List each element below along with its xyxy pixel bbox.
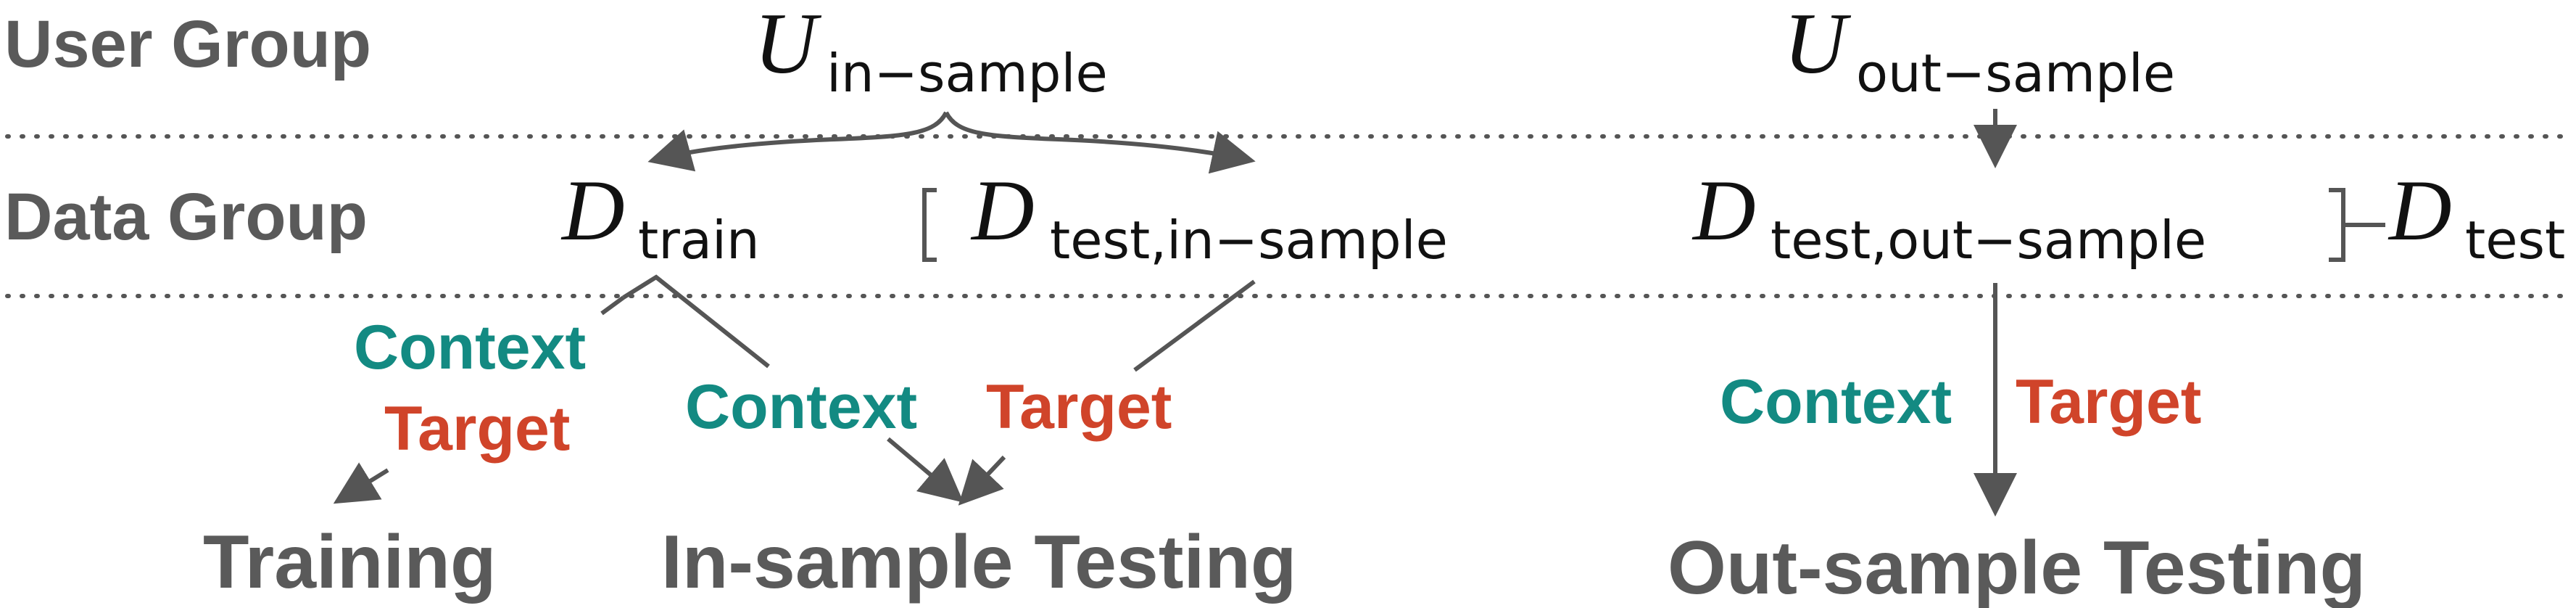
user-node-out-sample: U out−sample: [1784, 0, 2175, 104]
label-outsample-target: Target: [2016, 367, 2201, 437]
label-insample-target: Target: [986, 372, 1172, 442]
svg-text:U: U: [1784, 0, 1852, 91]
label-train-context: Context: [354, 313, 586, 382]
svg-text:out−sample: out−sample: [1856, 43, 2175, 104]
svg-text:D: D: [970, 162, 1035, 258]
user-node-in-sample: U in−sample: [754, 0, 1108, 104]
svg-text:test: test: [2465, 210, 2565, 271]
label-outsample-context: Context: [1720, 367, 1952, 437]
data-node-test-out-sample: D test,out−sample: [1691, 162, 2206, 271]
svg-text:D: D: [1691, 162, 1756, 258]
edge-uin-to-train: [647, 111, 948, 172]
svg-text:U: U: [754, 0, 822, 91]
svg-text:D: D: [2387, 162, 2452, 258]
output-out-sample-testing: Out-sample Testing: [1668, 526, 2366, 608]
bracket-right: [2329, 188, 2385, 262]
data-node-test-in-sample: D test,in−sample: [970, 162, 1448, 271]
svg-text:train: train: [638, 210, 760, 271]
edge-test-in-to-insample: [1133, 279, 1256, 372]
row-label-data-group: Data Group: [4, 180, 368, 254]
bracket-left: [922, 188, 937, 262]
edge-target-to-insample: [958, 455, 1006, 506]
output-in-sample-testing: In-sample Testing: [661, 520, 1296, 604]
data-node-train: D train: [560, 162, 760, 271]
data-node-test: D test: [2387, 162, 2565, 271]
svg-text:test,out−sample: test,out−sample: [1771, 210, 2206, 271]
label-train-target: Target: [384, 394, 570, 464]
output-training: Training: [203, 520, 496, 604]
svg-text:in−sample: in−sample: [827, 43, 1108, 104]
edge-context-to-insample: [887, 437, 964, 503]
edge-train-to-training-tip: [333, 462, 389, 504]
row-label-user-group: User Group: [4, 7, 371, 81]
svg-text:D: D: [560, 162, 625, 258]
label-insample-context: Context: [685, 372, 917, 442]
edge-uin-to-test-in: [944, 111, 1256, 174]
edge-train-to-training: [600, 295, 625, 316]
svg-text:test,in−sample: test,in−sample: [1050, 210, 1448, 271]
edge-train-split: [622, 274, 770, 369]
